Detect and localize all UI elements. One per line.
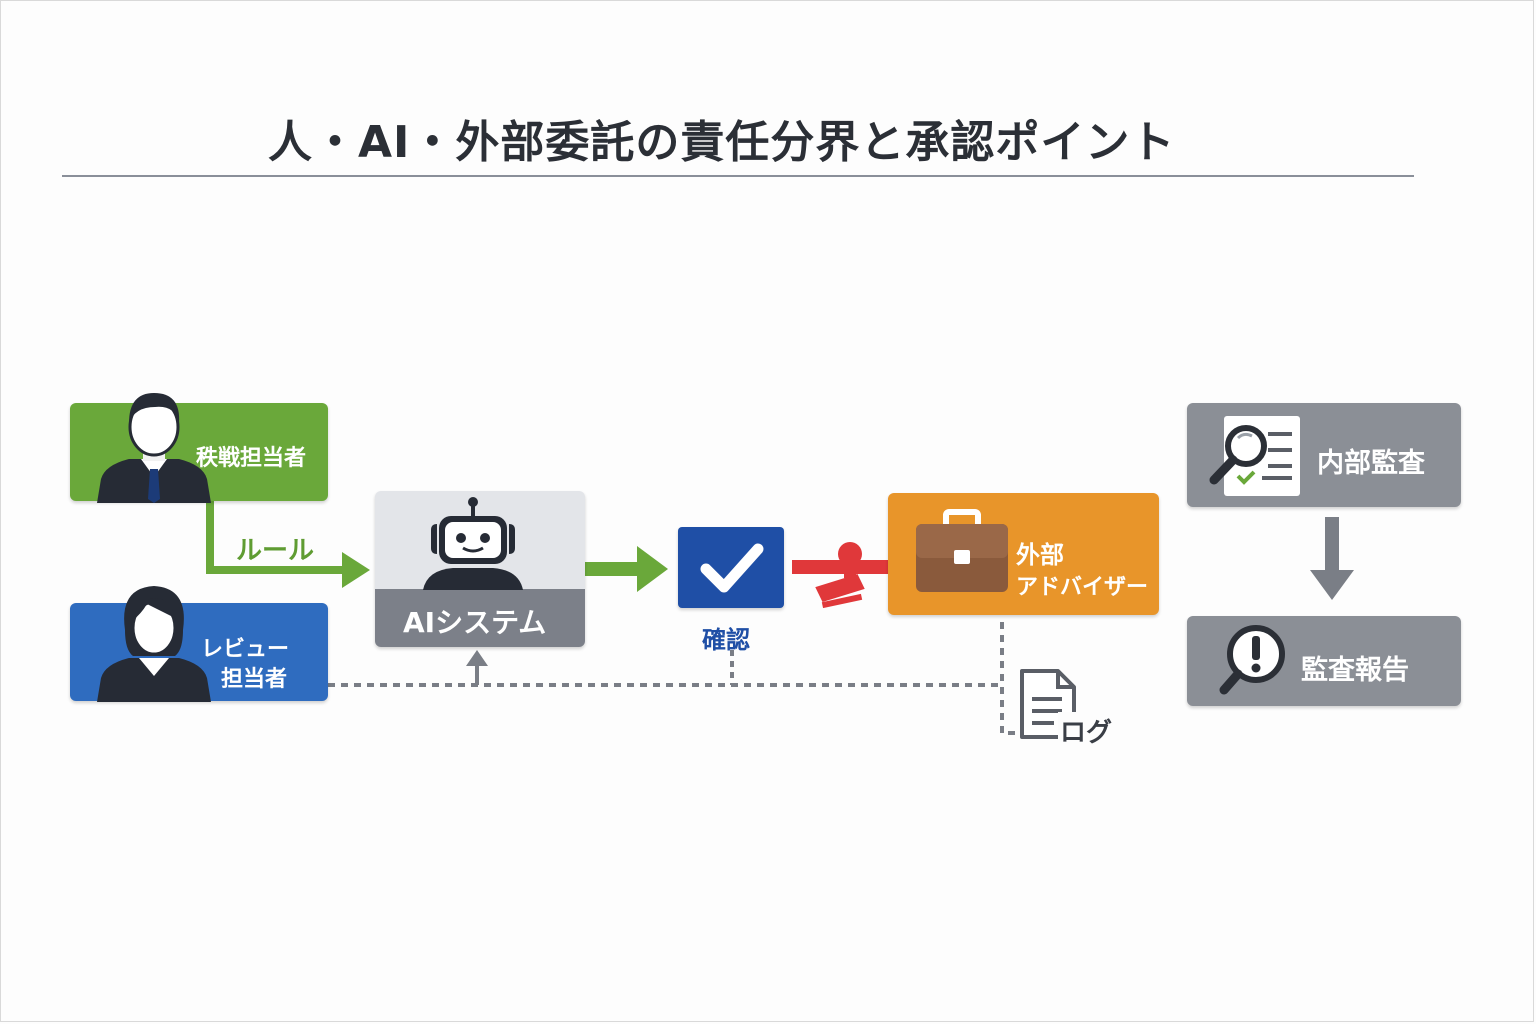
checkmark-icon (700, 543, 764, 593)
person-woman-icon (97, 586, 211, 702)
rule-connector (206, 500, 345, 574)
external-log-dotted-line (1000, 622, 1018, 735)
audit-report-label: 監査報告 (1301, 655, 1409, 686)
feedback-up-arrowhead (466, 650, 488, 666)
ai-to-check-arrowhead (637, 546, 668, 592)
briefcase-icon (916, 509, 1008, 592)
log-label: ログ (1058, 712, 1115, 749)
reviewer-label-line1: レビュー (201, 637, 290, 662)
robot-icon (423, 497, 523, 590)
page-title: 人・AI・外部委託の責任分界と承認ポイント (268, 117, 1176, 168)
stamp-icon (815, 542, 865, 608)
ai-system-footer (375, 589, 585, 647)
external-advisor-label-line2: アドバイザー (1016, 575, 1149, 600)
external-advisor-label-line1: 外部 (1016, 541, 1064, 569)
audit-down-arrow-shaft (1325, 517, 1339, 572)
rule-arrowhead (342, 552, 370, 588)
check-node (678, 527, 784, 608)
reviewer-label-line2: 担当者 (221, 667, 288, 692)
check-to-external-arrow-shaft (792, 560, 892, 574)
exclamation-magnifier-icon (1219, 625, 1285, 695)
check-label: 確認 (702, 626, 750, 654)
internal-audit-label: 内部監査 (1317, 448, 1425, 479)
person-man-icon (97, 393, 211, 503)
ai-to-check-arrow-shaft (565, 562, 645, 576)
audit-down-arrowhead (1310, 570, 1354, 600)
title-divider (62, 175, 1414, 177)
magnifier-document-icon (1209, 416, 1300, 496)
accounting-staff-label: 秩戦担当者 (196, 446, 307, 471)
ai-system-label: AIシステム (403, 606, 547, 639)
rule-label: ルール (236, 536, 315, 566)
ai-system-node: AIシステム (375, 491, 585, 647)
